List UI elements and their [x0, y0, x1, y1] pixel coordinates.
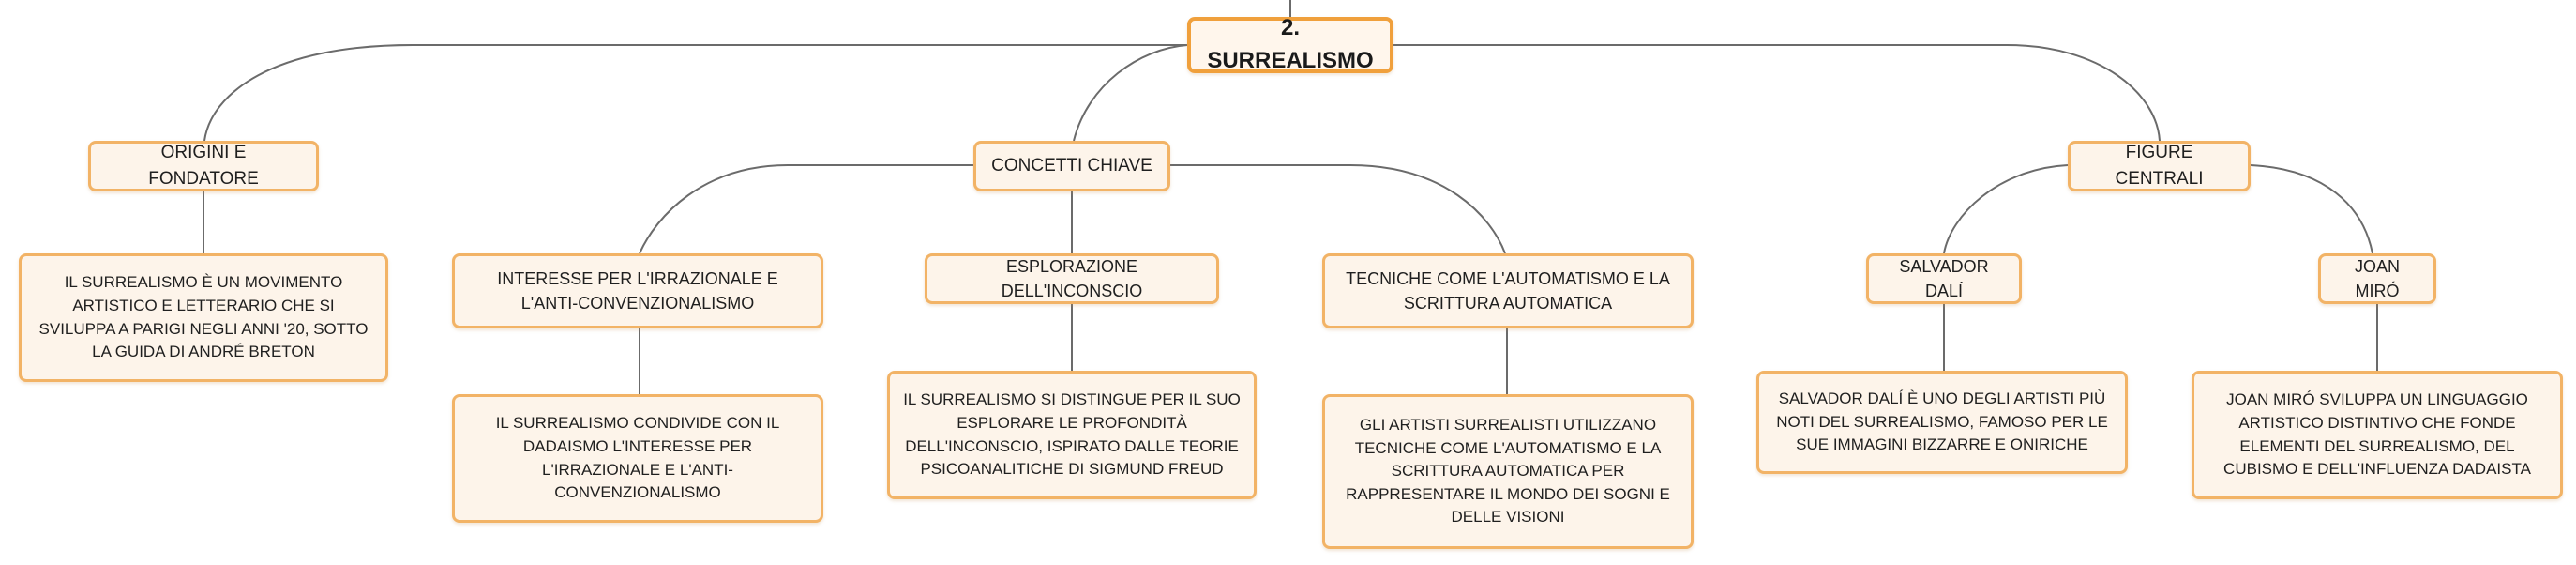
connector-figure-miro: [2250, 164, 2373, 254]
tecniche-label: TECNICHE COME L'AUTOMATISMO E LA SCRITTU…: [1346, 268, 1670, 313]
node-tecniche-automatismo[interactable]: TECNICHE COME L'AUTOMATISMO E LA SCRITTU…: [1322, 253, 1694, 328]
node-salvador-dali[interactable]: SALVADOR DALÍ: [1866, 253, 2022, 304]
dali-label: SALVADOR DALÍ: [1899, 256, 1989, 300]
node-origini-desc[interactable]: IL SURREALISMO È UN MOVIMENTO ARTISTICO …: [19, 253, 388, 382]
node-figure-centrali[interactable]: FIGURE CENTRALI: [2068, 141, 2251, 191]
connector-concetti-tecniche: [1170, 164, 1506, 254]
connector-root-origini: [203, 44, 1187, 142]
figure-label: FIGURE CENTRALI: [2115, 143, 2204, 189]
node-miro-desc[interactable]: JOAN MIRÓ SVILUPPA UN LINGUAGGIO ARTISTI…: [2192, 371, 2563, 499]
connector-root-concetti: [1073, 44, 1188, 142]
node-tecniche-desc[interactable]: GLI ARTISTI SURREALISTI UTILIZZANO TECNI…: [1322, 394, 1694, 549]
origini-desc-text: IL SURREALISMO È UN MOVIMENTO ARTISTICO …: [38, 273, 369, 361]
irrazionale-label: INTERESSE PER L'IRRAZIONALE E L'ANTI-CON…: [497, 268, 778, 313]
miro-label: JOAN MIRÓ: [2354, 256, 2400, 300]
node-interesse-irrazionale[interactable]: INTERESSE PER L'IRRAZIONALE E L'ANTI-CON…: [452, 253, 823, 328]
tecniche-desc-text: GLI ARTISTI SURREALISTI UTILIZZANO TECNI…: [1346, 415, 1670, 527]
node-inconscio-desc[interactable]: IL SURREALISMO SI DISTINGUE PER IL SUO E…: [887, 371, 1257, 499]
connector-concetti-irrazionale: [639, 164, 973, 254]
root-label: 2. SURREALISMO: [1207, 15, 1374, 73]
node-concetti-chiave[interactable]: CONCETTI CHIAVE: [973, 141, 1170, 191]
node-origini-e-fondatore[interactable]: ORIGINI E FONDATORE: [88, 141, 319, 191]
origini-label: ORIGINI E FONDATORE: [148, 143, 259, 189]
irrazionale-desc-text: IL SURREALISMO CONDIVIDE CON IL DADAISMO…: [495, 414, 780, 502]
node-dali-desc[interactable]: SALVADOR DALÍ È UNO DEGLI ARTISTI PIÙ NO…: [1756, 371, 2128, 474]
connector-root-figure: [1393, 44, 2161, 142]
connector-figure-dali: [1943, 164, 2069, 254]
concetti-label: CONCETTI CHIAVE: [991, 156, 1152, 176]
node-irrazionale-desc[interactable]: IL SURREALISMO CONDIVIDE CON IL DADAISMO…: [452, 394, 823, 523]
miro-desc-text: JOAN MIRÓ SVILUPPA UN LINGUAGGIO ARTISTI…: [2223, 390, 2531, 479]
inconscio-desc-text: IL SURREALISMO SI DISTINGUE PER IL SUO E…: [903, 390, 1241, 479]
node-joan-miro[interactable]: JOAN MIRÓ: [2318, 253, 2436, 304]
inconscio-label: ESPLORAZIONE DELL'INCONSCIO: [1001, 256, 1143, 300]
node-esplorazione-inconscio[interactable]: ESPLORAZIONE DELL'INCONSCIO: [925, 253, 1219, 304]
dali-desc-text: SALVADOR DALÍ È UNO DEGLI ARTISTI PIÙ NO…: [1776, 389, 2108, 454]
root-node[interactable]: 2. SURREALISMO: [1187, 15, 1393, 73]
